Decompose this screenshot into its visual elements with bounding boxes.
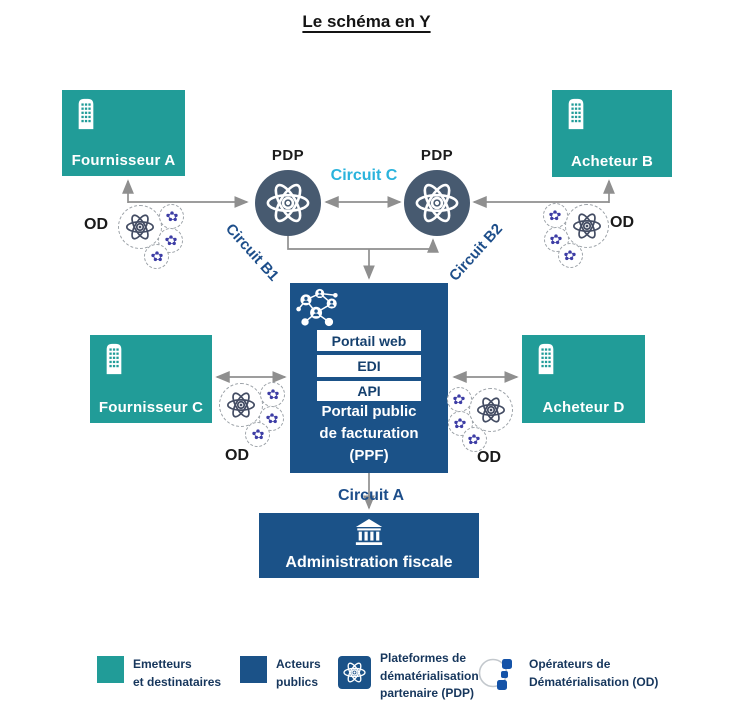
- atom-icon: [469, 388, 513, 432]
- legend-label: Acteurs publics: [276, 656, 321, 691]
- legend-item-pdp: Plateformes de dématérialisation partena…: [338, 650, 479, 703]
- network-users-icon: [294, 287, 340, 331]
- molecule-icon: [543, 203, 568, 228]
- building-icon: [535, 342, 557, 375]
- legend-label: Opérateurs de Dématérialisation (OD): [529, 656, 658, 691]
- pdp-left-node: [255, 170, 321, 236]
- node-administration-fiscale: Administration fiscale: [259, 513, 479, 578]
- od-icon: [117, 202, 187, 270]
- legend-item-od: Opérateurs de Dématérialisation (OD): [476, 653, 658, 693]
- molecule-icon: [260, 382, 285, 407]
- node-label: Acheteur D: [542, 399, 625, 416]
- ppf-channel-portail-web: Portail web: [317, 330, 421, 351]
- building-icon: [565, 97, 587, 130]
- molecule-icon: [259, 406, 284, 431]
- page-title: Le schéma en Y: [302, 12, 431, 31]
- od-icon: [540, 201, 610, 269]
- legend-label-line: Dématérialisation (OD): [529, 674, 659, 689]
- od-icon: [218, 380, 288, 448]
- pdp-right-label: PDP: [420, 147, 454, 164]
- node-acheteur-d: Acheteur D: [522, 335, 645, 423]
- atom-icon: [411, 177, 463, 229]
- bank-icon: [354, 519, 384, 546]
- legend-label-line: Acteurs: [276, 657, 321, 671]
- building-icon: [103, 342, 125, 375]
- od-legend-icon: [476, 653, 520, 693]
- circuit-a-label: Circuit A: [337, 487, 405, 504]
- legend-item-emetteurs: Emetteurs et destinataires: [97, 656, 221, 691]
- legend-label-line: Emetteurs: [133, 657, 192, 671]
- atom-icon: [262, 177, 314, 229]
- od-label: OD: [84, 216, 108, 233]
- molecule-icon: [159, 204, 184, 229]
- molecule-icon: [144, 244, 169, 269]
- building-icon: [75, 97, 97, 130]
- legend-label-line: et destinataires: [133, 674, 222, 689]
- legend-label-line: partenaire (PDP): [380, 686, 475, 700]
- legend-label-line: dématérialisation: [380, 668, 479, 683]
- pdp-left-label: PDP: [271, 147, 305, 164]
- node-fournisseur-c: Fournisseur C: [90, 335, 212, 423]
- node-label: Administration fiscale: [285, 554, 453, 571]
- ppf-caption: Portail public de facturation (PPF): [290, 401, 448, 467]
- node-label: Fournisseur C: [98, 399, 204, 416]
- atom-icon: [118, 205, 162, 249]
- pdp-legend-icon: [338, 656, 371, 689]
- legend-item-acteurs-publics: Acteurs publics: [240, 656, 321, 691]
- molecule-icon: [245, 422, 270, 447]
- legend-label-line: publics: [276, 674, 319, 689]
- node-label: Fournisseur A: [71, 152, 176, 169]
- od-label: OD: [477, 449, 501, 466]
- molecule-icon: [447, 387, 472, 412]
- ppf-channel-api: API: [317, 381, 421, 401]
- node-acheteur-b: Acheteur B: [552, 90, 672, 177]
- atom-icon: [565, 204, 609, 248]
- node-fournisseur-a: Fournisseur A: [62, 90, 185, 176]
- atom-icon: [341, 659, 368, 686]
- pdp-right-node: [404, 170, 470, 236]
- legend-swatch-teal: [97, 656, 124, 683]
- molecule-icon: [558, 243, 583, 268]
- circuit-c-label: Circuit C: [330, 167, 398, 184]
- od-label: OD: [610, 214, 634, 231]
- ppf-caption-line: (PPF): [349, 447, 389, 464]
- od-label: OD: [225, 447, 249, 464]
- ppf-caption-line: Portail public: [321, 403, 417, 420]
- od-icon: [444, 385, 514, 453]
- legend-swatch-blue: [240, 656, 267, 683]
- legend-label-line: Opérateurs de: [529, 657, 611, 671]
- legend-label: Plateformes de dématérialisation partena…: [380, 650, 479, 703]
- node-label: Acheteur B: [570, 153, 654, 170]
- legend-label-line: Plateformes de: [380, 651, 467, 665]
- atom-icon: [219, 383, 263, 427]
- ppf-caption-line: de facturation: [319, 425, 419, 442]
- node-ppf: Portail web EDI API Portail public de fa…: [290, 283, 448, 473]
- legend-label: Emetteurs et destinataires: [133, 656, 221, 691]
- ppf-channel-edi: EDI: [317, 355, 421, 377]
